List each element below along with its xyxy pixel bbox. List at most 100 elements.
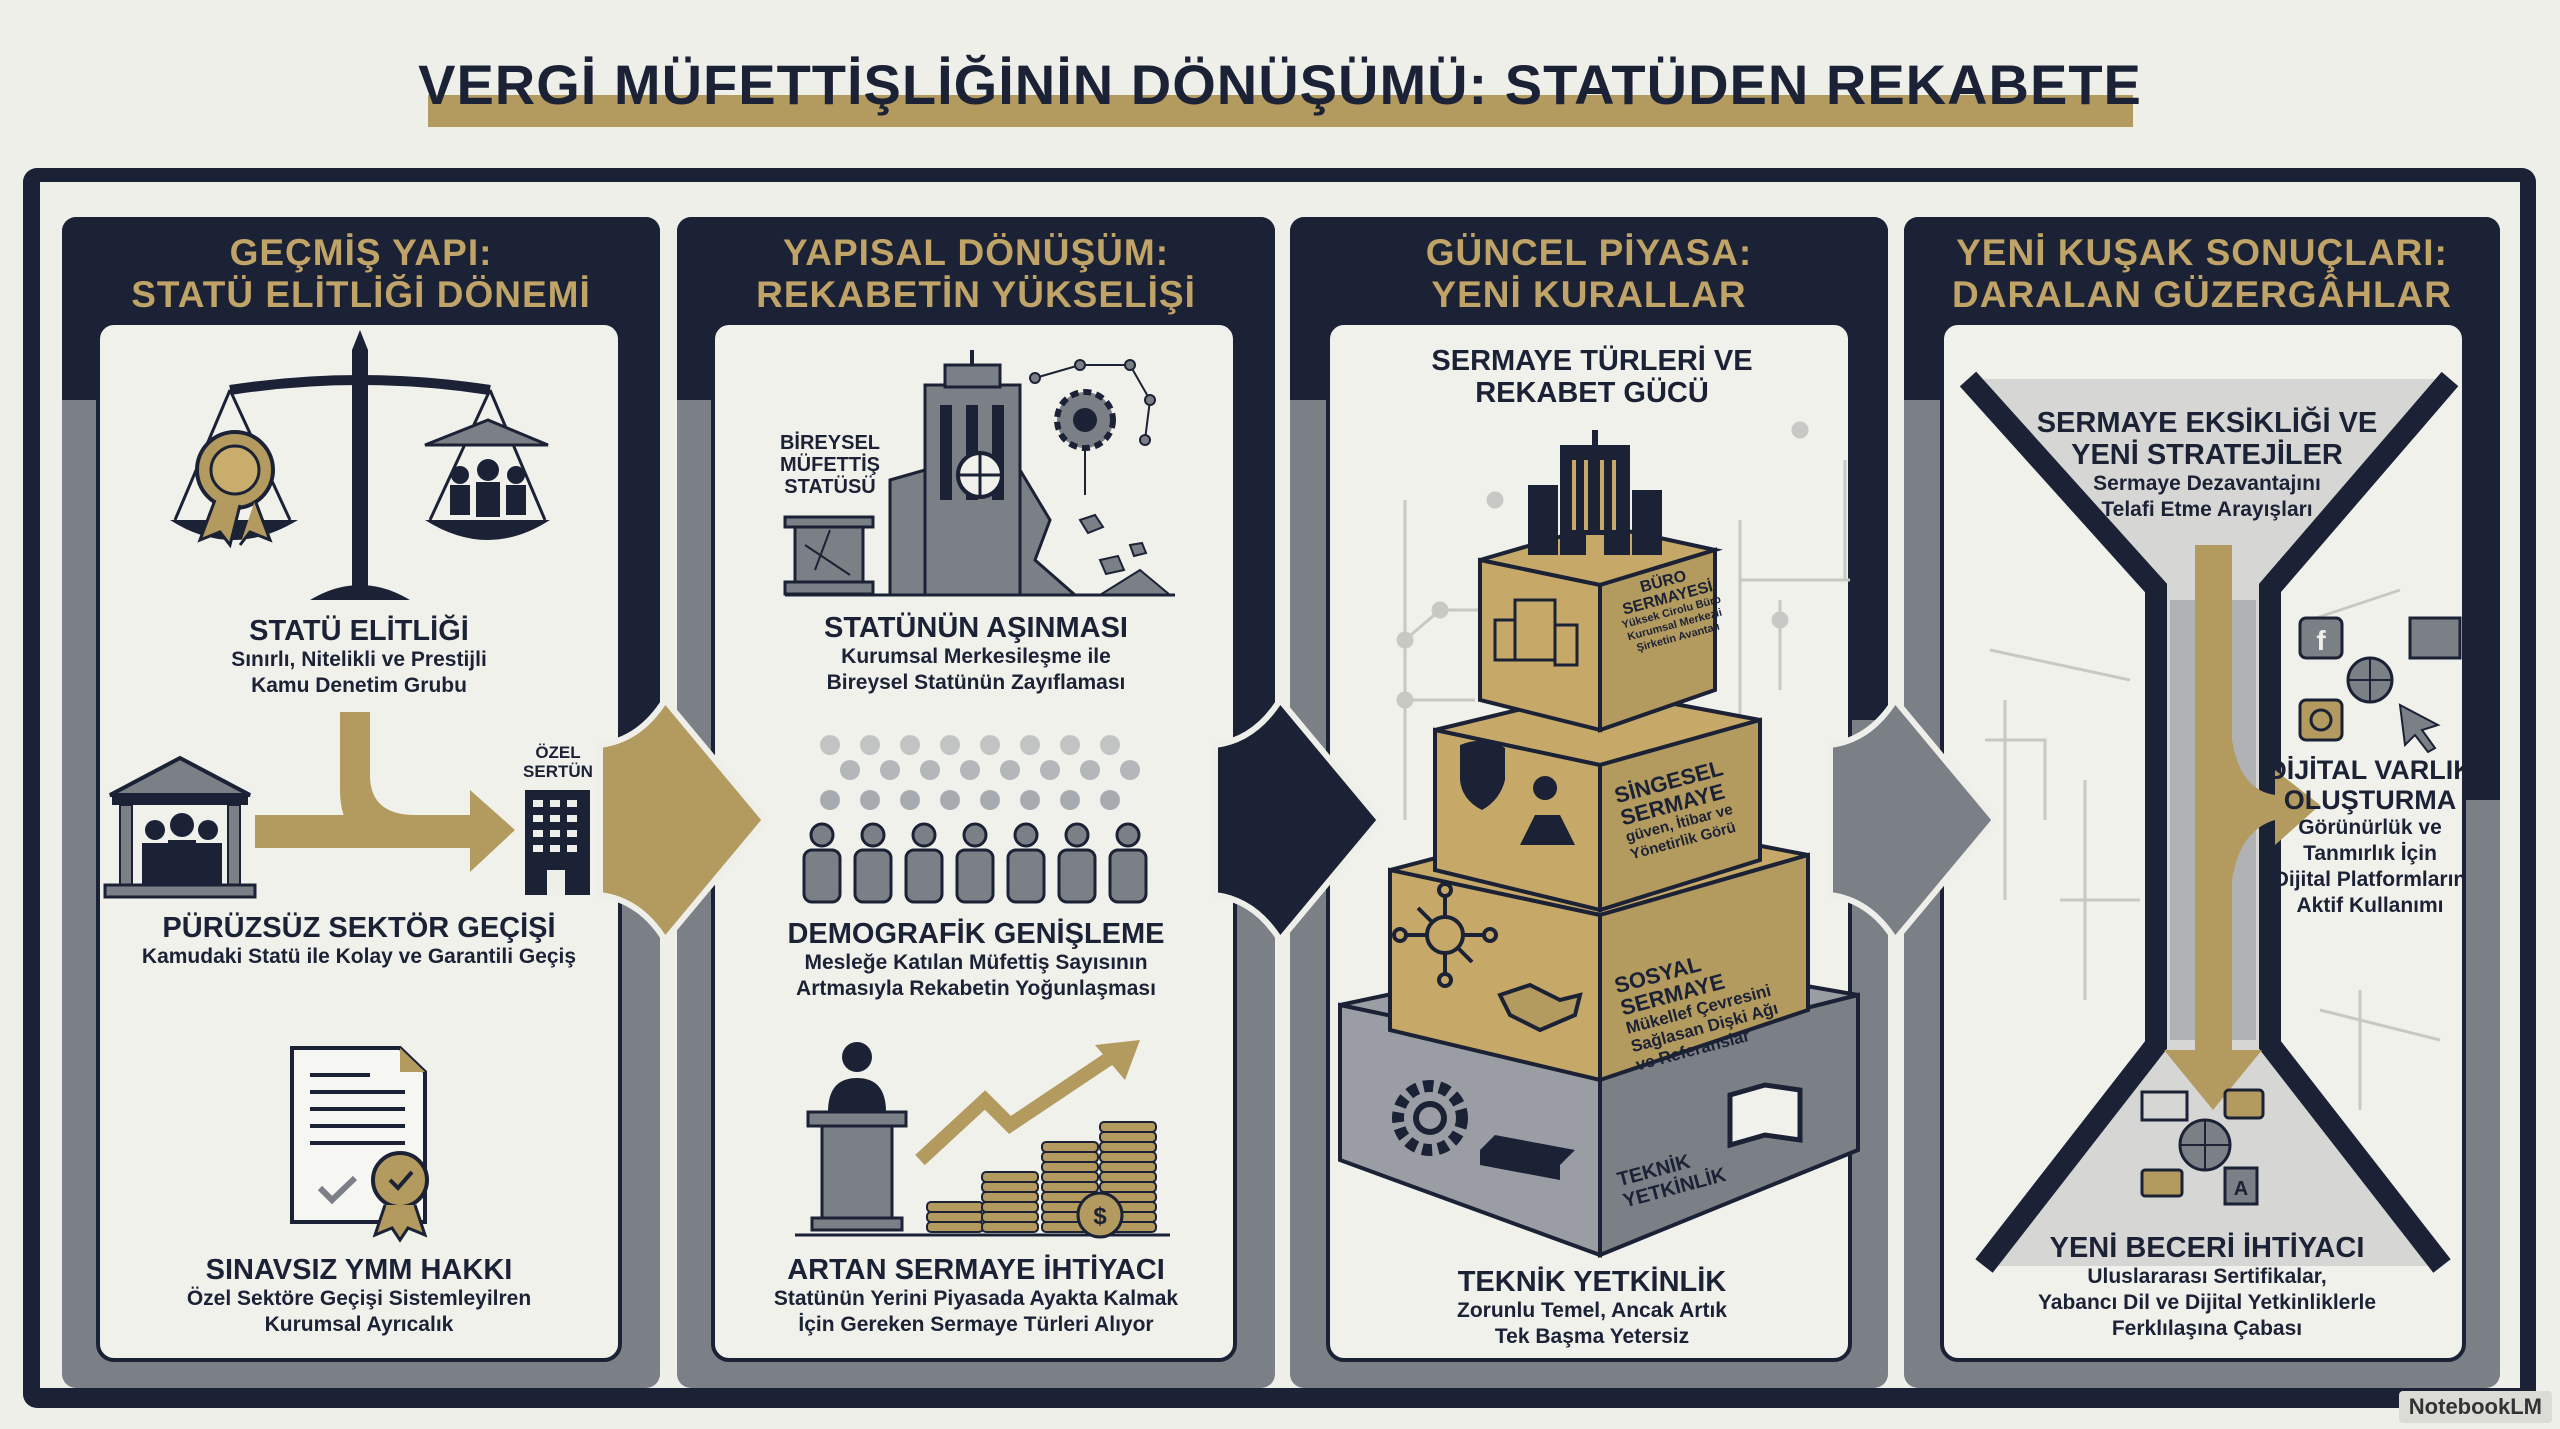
person-icon (1013, 822, 1039, 848)
label-line: ÖZEL (535, 743, 581, 762)
item-subtitle: Statünün Yerini Piyasada Ayakta Kalmak (773, 1287, 1179, 1310)
item-subtitle: Özel Sektöre Geçişi Sistemleyilren (186, 1287, 532, 1310)
item-subtitle: Sermaye Dezavantajını (2093, 472, 2321, 495)
person-icon (911, 822, 937, 848)
title-line: REKABET GÜCÜ (1475, 377, 1709, 409)
item-title: SINAVSIZ YMM HAKKI (205, 1254, 513, 1286)
page-title: VERGİ MÜFETTİŞLİĞİNİN DÖNÜŞÜMÜ: STATÜDEN… (418, 53, 2142, 116)
item-subtitle: Kurumsal Merkesileşme ile (841, 645, 1111, 668)
item-subtitle: Mesleğe Katılan Müfettiş Sayısının (804, 951, 1148, 974)
item-subtitle: İçin Gereken Sermaye Türleri Alıyor (798, 1313, 1154, 1336)
person-icon (904, 848, 944, 904)
person-icon (809, 822, 835, 848)
coin-icon (981, 1211, 1039, 1223)
item-subtitle: Tek Başma Yetersiz (1494, 1325, 1690, 1348)
coin-icon (981, 1171, 1039, 1183)
coin-icon (1041, 1141, 1099, 1153)
item-subtitle: Tanmırlık İçin (2303, 842, 2437, 865)
item-subtitle: Aktif Kullanımı (2296, 894, 2444, 917)
skills-icons: A (2140, 1088, 2265, 1206)
column-header-past: GEÇMİŞ YAPI:STATÜ ELİTLİĞİ DÖNEMİ (131, 232, 591, 316)
column-header-current-market: GÜNCEL PİYASA:YENİ KURALLAR (1426, 232, 1753, 316)
label-line: MÜFETTİŞ (780, 454, 880, 476)
item-subtitle: Zorunlu Temel, Ancak Artık (1457, 1299, 1727, 1322)
coin-icon (981, 1181, 1039, 1193)
item-subtitle: Kurumsal Ayrıcalık (264, 1313, 454, 1336)
person-icon (1006, 848, 1046, 904)
crowd-icon (802, 735, 1148, 904)
dollar-sign-icon: $ (1093, 1203, 1107, 1230)
split-arrow (2164, 545, 2320, 1110)
item-subtitle: Dijital Platformların (2273, 868, 2467, 891)
title-underline (428, 95, 2133, 127)
person-icon (853, 848, 893, 904)
svg-text:f: f (2316, 625, 2326, 656)
notebooklm-watermark: NotebookLM (2398, 1391, 2552, 1423)
coin-icon (1099, 1161, 1157, 1173)
coin-icon (1099, 1121, 1157, 1133)
header-line: REKABETİN YÜKSELİŞİ (756, 274, 1196, 315)
person-icon (1064, 822, 1090, 848)
dollar-coin-icon (1076, 1191, 1124, 1239)
coin-icon (926, 1211, 984, 1223)
arrow-col3-to-col4 (1827, 694, 1999, 946)
transition-arrow-icon (255, 712, 515, 872)
item-title: PÜRÜZSÜZ SEKTÖR GEÇİŞİ (162, 912, 556, 944)
coin-icon (1041, 1161, 1099, 1173)
person-icon (1057, 848, 1097, 904)
scales-icon (170, 330, 550, 600)
coin-icon (1041, 1151, 1099, 1163)
person-icon (860, 822, 886, 848)
coin-icon (1041, 1181, 1099, 1193)
coin-icon (926, 1201, 984, 1213)
rising-arrow-icon (915, 1040, 1140, 1166)
item-title: STATÜ ELİTLİĞİ (249, 615, 469, 647)
item-subtitle: Artmasıyla Rekabetin Yoğunlaşması (796, 977, 1156, 1000)
private-sector-building-icon (525, 790, 590, 895)
item-subtitle: Kamu Denetim Grubu (251, 674, 467, 697)
coin-icon (981, 1221, 1039, 1233)
item-subtitle: Telafi Etme Arayışları (2101, 498, 2313, 521)
item-subtitle: Sınırlı, Nitelikli ve Prestijli (231, 648, 487, 671)
office-building-icon (1493, 598, 1579, 667)
coin-icon (926, 1221, 984, 1233)
header-line: GÜNCEL PİYASA: (1425, 232, 1753, 273)
government-building-icon (103, 755, 257, 899)
coin-icon (1099, 1181, 1157, 1193)
item-subtitle: Ferklılaşına Çabası (2111, 1317, 2303, 1340)
open-book-icon (1727, 1082, 1803, 1149)
network-icon (1392, 882, 1498, 988)
podium-speaker-icon (795, 1042, 1170, 1237)
person-icon (955, 848, 995, 904)
column-header-transformation: YAPISAL DÖNÜŞÜM:REKABETİN YÜKSELİŞİ (756, 232, 1196, 316)
item-subtitle: Yabancı Dil ve Dijital Yetkinliklerle (2037, 1291, 2377, 1314)
item-title: TEKNİK YETKİNLİK (1457, 1266, 1727, 1298)
label-line: STATÜSÜ (784, 476, 876, 498)
social-media-icons: f (2298, 616, 2462, 754)
header-line: YAPISAL DÖNÜŞÜM: (782, 232, 1170, 273)
header-line: GEÇMİŞ YAPI: (229, 232, 493, 273)
handshake-icon (1497, 982, 1583, 1033)
label-line: SERTÜN (523, 762, 593, 781)
coin-icon (981, 1201, 1039, 1213)
pyramid-tier-social (1388, 812, 1810, 1083)
shield-icon (1460, 740, 1505, 810)
item-subtitle: Görünürlük ve (2298, 816, 2442, 839)
item-title: YENİ BECERİ İHTİYACI (2049, 1232, 2365, 1264)
coin-icon (1099, 1141, 1157, 1153)
item-subtitle: Bireysel Statünün Zayıflaması (826, 671, 1126, 694)
coin-icon (981, 1191, 1039, 1203)
